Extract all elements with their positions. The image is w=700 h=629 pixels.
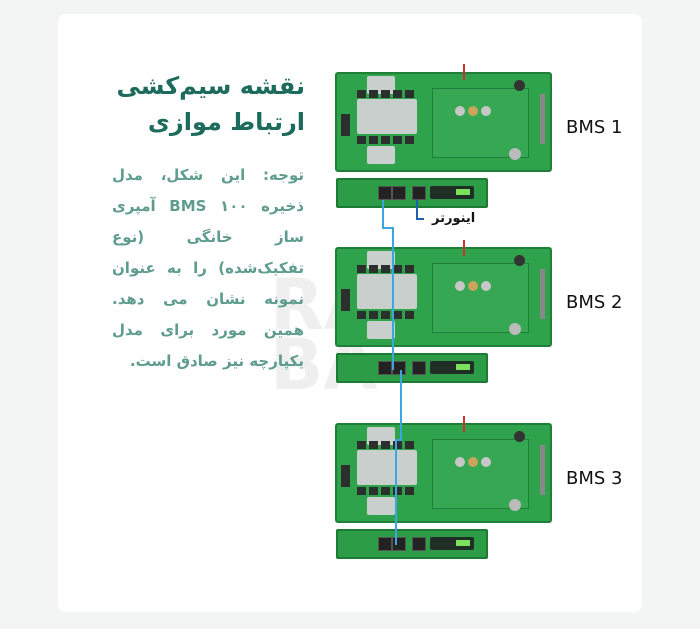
bms-main-board [335,423,552,523]
parallel-cable-1 [382,200,394,370]
can-port[interactable] [412,537,426,551]
parallel-cable-2 [395,370,402,545]
bms-label: BMS 3 [566,468,623,489]
title-line-2: ارتباط موازی [147,108,305,136]
bms-label: BMS 2 [566,292,623,313]
battery-indicator-icon [456,189,470,195]
page-title: نقشه سیم‌کشی ارتباط موازی [110,68,306,140]
rs485-port[interactable] [378,186,392,200]
bms-main-board [335,72,552,172]
rs485-port[interactable] [378,361,392,375]
can-port[interactable] [412,186,426,200]
bms-comm-board [336,353,488,383]
bms-label: BMS 1 [566,117,623,138]
bms-comm-board [336,178,488,208]
battery-indicator-icon [456,540,470,546]
rs485-port[interactable] [378,537,392,551]
bms-main-board [335,247,552,347]
inverter-label: اینورتر [432,211,476,226]
rs485-port[interactable] [392,186,406,200]
battery-indicator-icon [456,364,470,370]
inverter-cable [416,200,424,220]
note-text: توجه: این شکل، مدل ذخیره BMS ۱۰۰ آمپری س… [112,166,304,370]
title-line-1: نقشه سیم‌کشی [116,72,306,100]
can-port[interactable] [412,361,426,375]
